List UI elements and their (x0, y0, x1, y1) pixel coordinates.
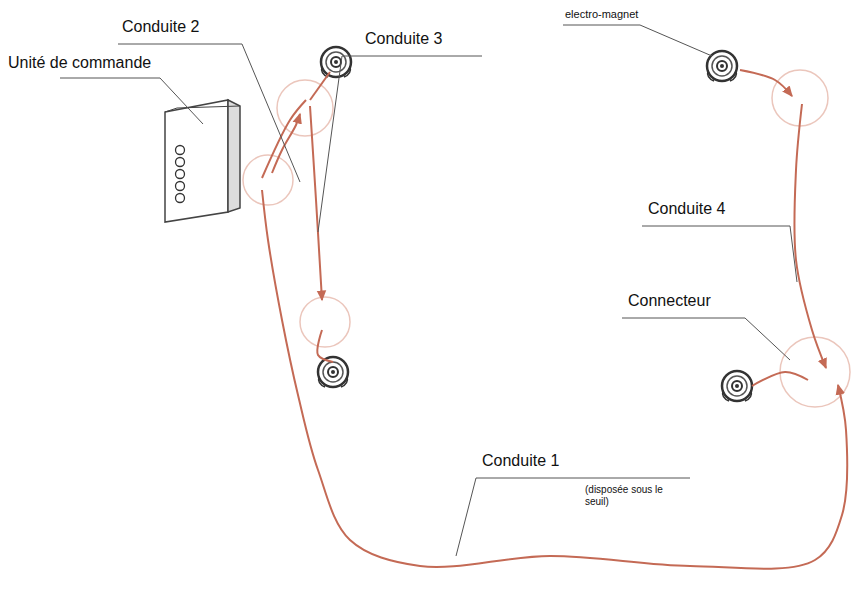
control-unit (165, 100, 240, 222)
conduit-line (794, 104, 826, 368)
conduit-label: Conduite 1 (482, 452, 559, 470)
conduit-line (310, 106, 322, 300)
conduit-line (262, 100, 306, 178)
conduit-line (740, 70, 792, 96)
conduit-line (310, 72, 330, 100)
conduit-line (272, 114, 300, 173)
note-label: (disposée sous le seuil) (585, 484, 673, 507)
conduit-line (262, 190, 847, 569)
conduit-label: Conduite 4 (648, 200, 725, 218)
conduit-label: Conduite 2 (122, 18, 199, 36)
conduit-label: Conduite 3 (365, 30, 442, 48)
electro-magnet-symbol (318, 47, 752, 401)
conduit-line (317, 330, 333, 362)
connector-circle (243, 70, 850, 407)
conduit-line (752, 372, 808, 386)
part-label: Connecteur (628, 292, 711, 310)
part-label: electro-magnet (565, 8, 638, 21)
part-label: Unité de commande (8, 54, 151, 72)
leader-line (60, 25, 797, 556)
